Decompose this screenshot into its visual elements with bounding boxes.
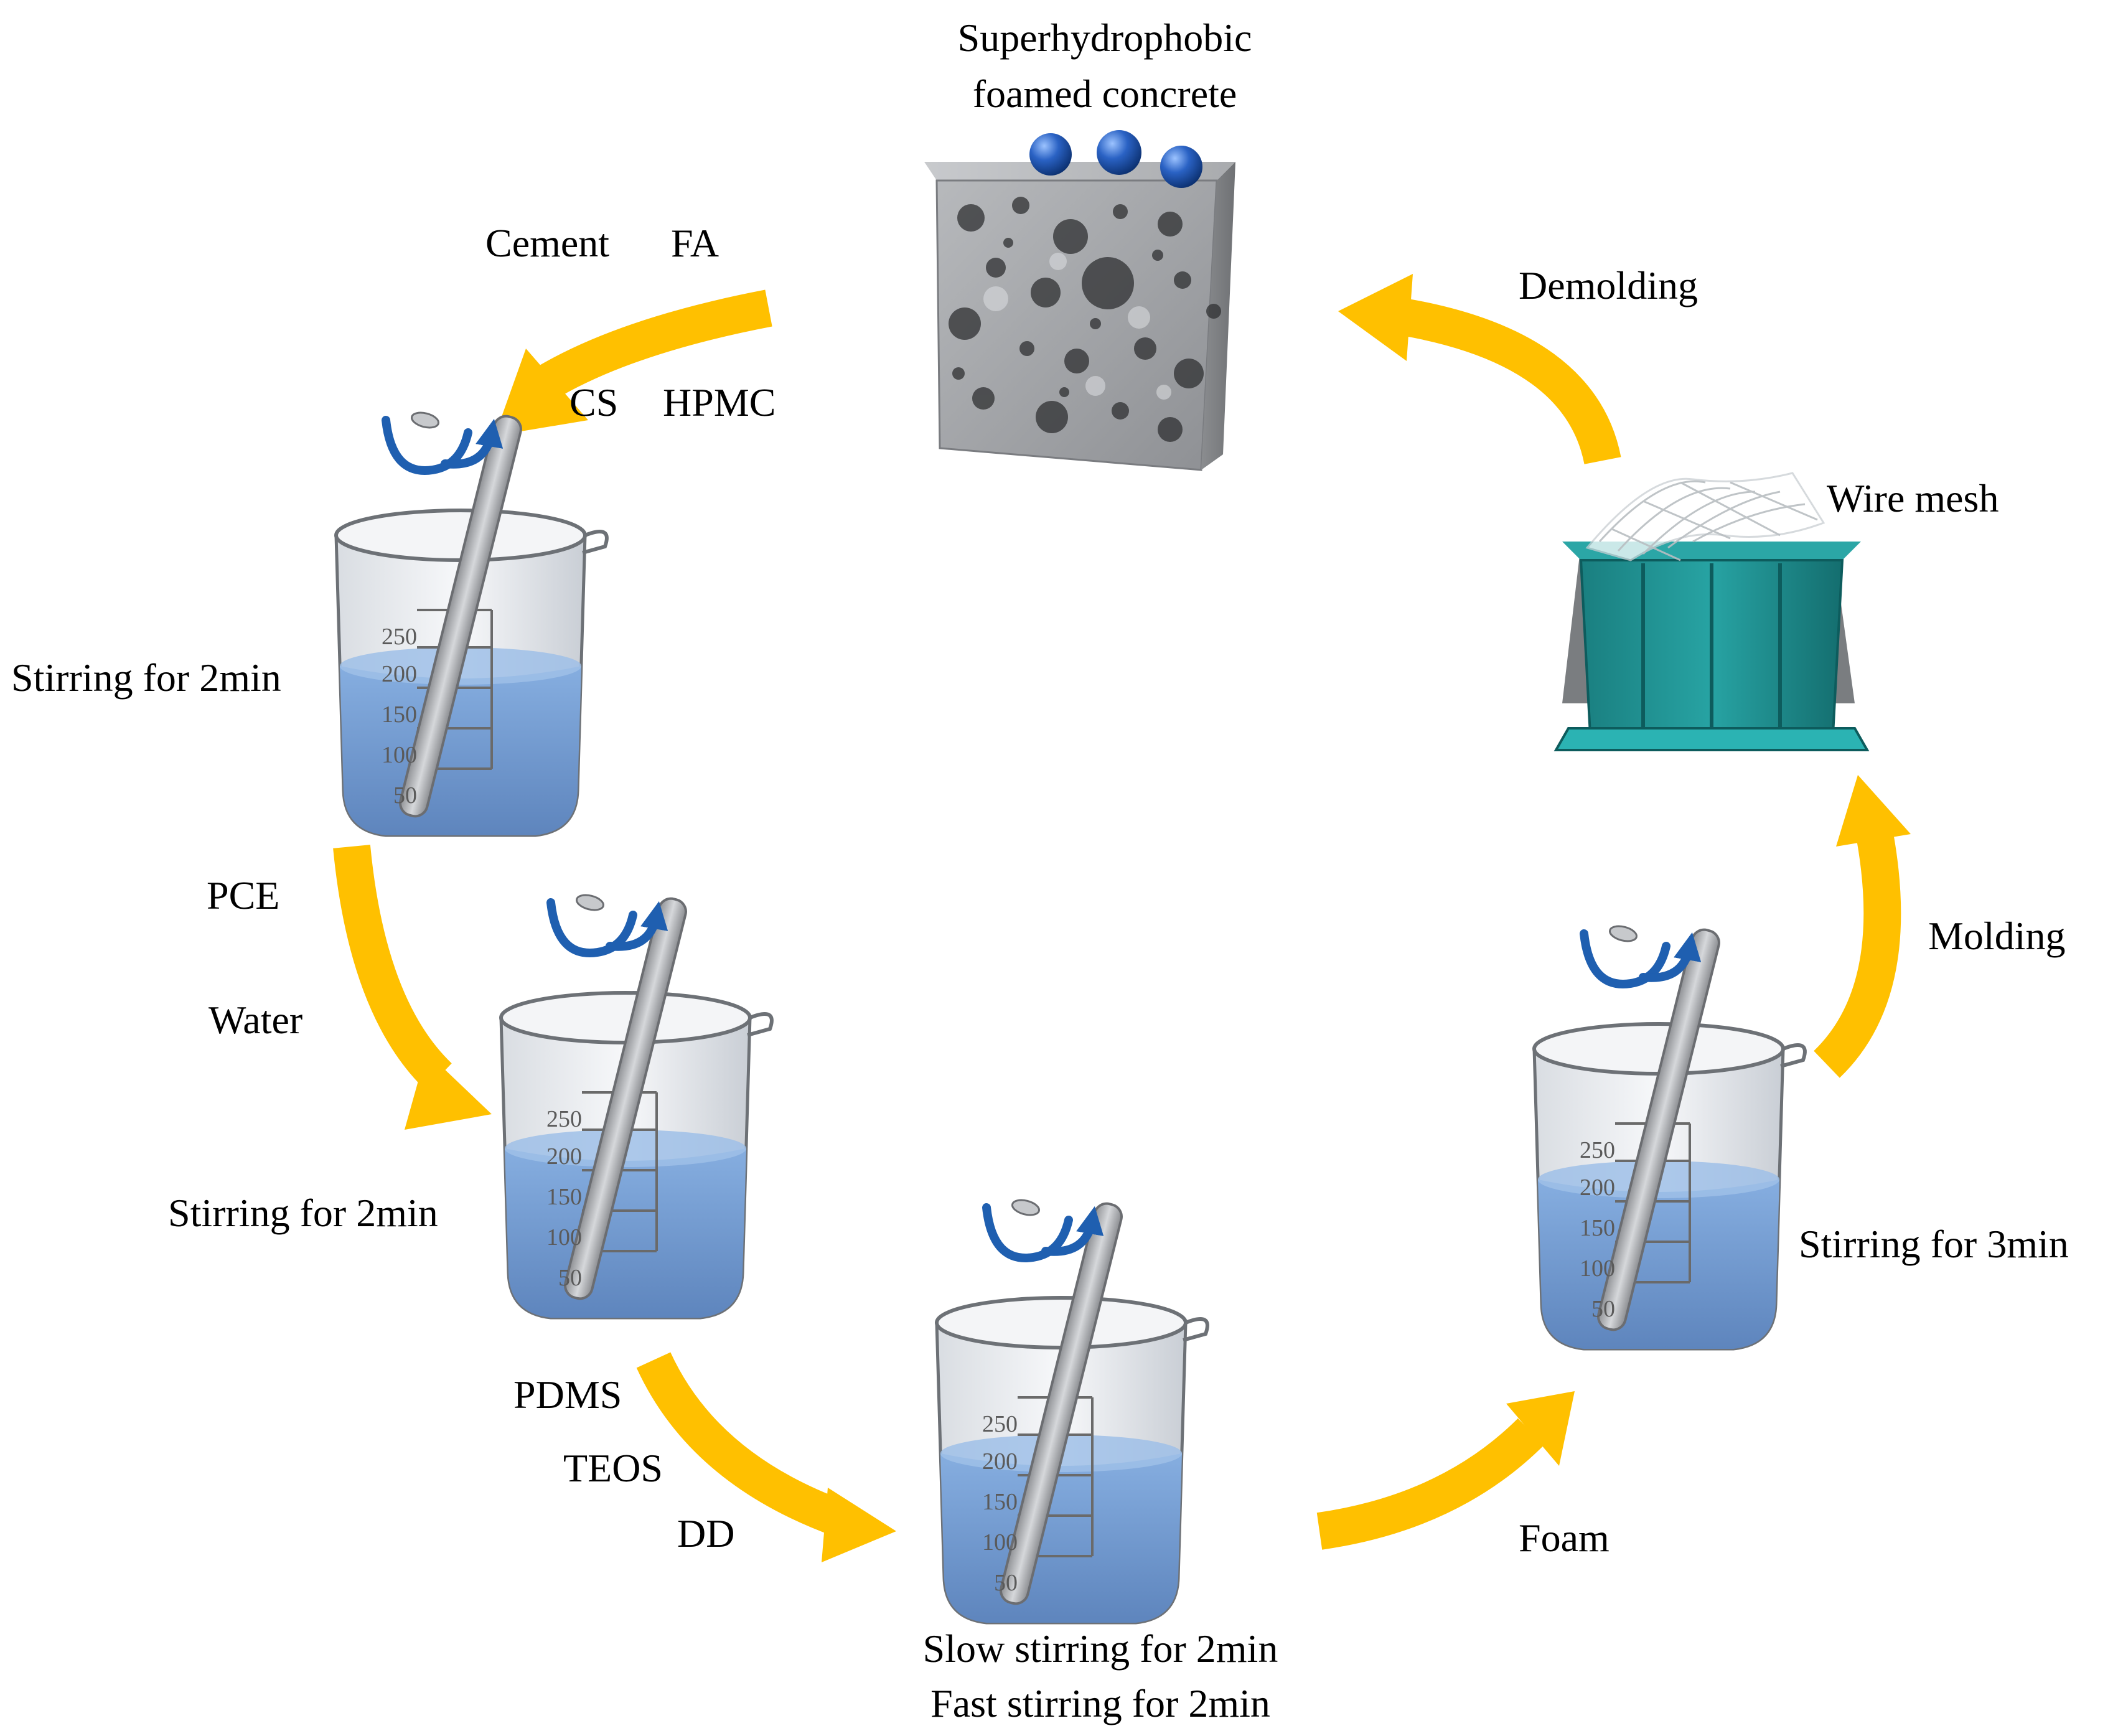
svg-text:150: 150	[382, 701, 417, 728]
svg-text:250: 250	[382, 624, 417, 650]
label-beaker1-step: Stirring for 2min	[11, 655, 281, 700]
arrow-top-left	[532, 289, 772, 402]
svg-text:150: 150	[546, 1184, 582, 1210]
arrowhead-right	[1836, 775, 1911, 847]
arrow-left	[333, 845, 452, 1091]
svg-text:200: 200	[382, 661, 417, 687]
svg-text:200: 200	[1580, 1175, 1615, 1201]
svg-text:150: 150	[1580, 1215, 1615, 1241]
product-title-line1: Superhydrophobic	[958, 16, 1252, 60]
beaker-3	[937, 1198, 1207, 1623]
arrow-bottom-right	[1316, 1418, 1545, 1550]
mold-with-wire-mesh	[1553, 472, 1870, 751]
arrowhead-bottom-right	[1506, 1391, 1575, 1466]
svg-text:250: 250	[1580, 1137, 1615, 1163]
beaker-4-scale: 250 200 150 100 50	[1580, 1137, 1615, 1322]
svg-text:50: 50	[1591, 1296, 1615, 1322]
arrowhead-top-left	[495, 349, 588, 436]
arrowhead-left	[405, 1052, 492, 1130]
svg-text:100: 100	[546, 1224, 582, 1250]
label-cs: CS	[569, 380, 618, 425]
water-droplet-3	[1160, 146, 1202, 188]
svg-text:50: 50	[393, 782, 417, 809]
label-beaker4-step: Stirring for 3min	[1799, 1222, 2069, 1266]
svg-text:100: 100	[982, 1529, 1018, 1555]
beaker-1	[336, 410, 607, 835]
product-title-line2: foamed concrete	[973, 72, 1237, 116]
svg-text:250: 250	[546, 1106, 582, 1132]
beaker-4	[1534, 924, 1805, 1349]
water-droplet-2	[1097, 130, 1141, 175]
arrow-top-right	[1403, 299, 1621, 465]
svg-text:200: 200	[546, 1143, 582, 1170]
label-wire-mesh: Wire mesh	[1827, 476, 1999, 520]
beaker-3-scale: 250 200 150 100 50	[982, 1411, 1018, 1596]
svg-text:100: 100	[382, 742, 417, 768]
label-beaker2-step: Stirring for 2min	[168, 1191, 438, 1235]
svg-text:250: 250	[982, 1411, 1018, 1437]
water-droplet-1	[1029, 133, 1072, 176]
label-foam: Foam	[1519, 1516, 1610, 1560]
arrow-bottom-left	[636, 1352, 847, 1537]
label-pce: PCE	[207, 873, 279, 917]
label-beaker3-step-line1: Slow stirring for 2min	[923, 1626, 1278, 1671]
label-fa: FA	[671, 221, 719, 265]
label-demolding: Demolding	[1519, 263, 1698, 307]
label-molding: Molding	[1928, 914, 2065, 958]
svg-text:50: 50	[994, 1570, 1018, 1596]
label-pdms: PDMS	[513, 1372, 622, 1417]
svg-text:200: 200	[982, 1448, 1018, 1475]
label-water: Water	[209, 998, 302, 1042]
label-dd: DD	[677, 1511, 734, 1555]
beaker-2-scale: 250 200 150 100 50	[546, 1106, 582, 1291]
beaker-2	[501, 893, 772, 1318]
label-beaker3-step-line2: Fast stirring for 2min	[930, 1681, 1270, 1725]
svg-text:100: 100	[1580, 1255, 1615, 1282]
label-hpmc: HPMC	[663, 380, 776, 425]
arrow-right	[1813, 824, 1901, 1078]
svg-text:50: 50	[558, 1265, 582, 1291]
arrowhead-bottom-left	[822, 1488, 896, 1562]
foamed-concrete-cube	[924, 162, 1235, 471]
label-teos: TEOS	[563, 1446, 663, 1490]
arrowhead-top-right	[1338, 274, 1413, 361]
beaker-1-scale: 250 200 150 100 50	[382, 624, 417, 809]
svg-text:150: 150	[982, 1489, 1018, 1515]
label-cement: Cement	[485, 221, 609, 265]
